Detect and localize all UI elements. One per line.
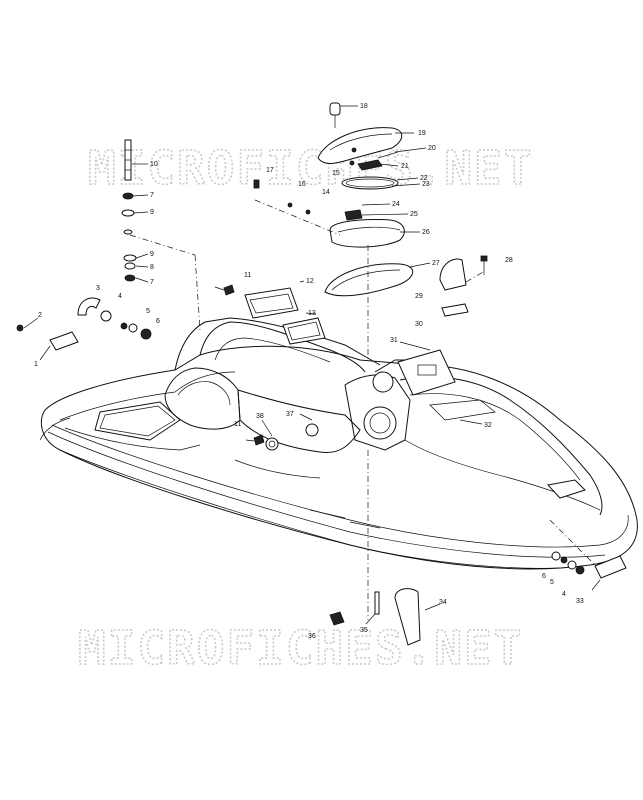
callout-9a: 9	[150, 209, 154, 216]
part-4-6-fittings-left	[100, 310, 152, 340]
part-26-tray	[329, 219, 405, 248]
callout-21: 21	[401, 163, 409, 170]
part-20-hinge	[349, 147, 399, 171]
part-19-storage-lid	[317, 127, 403, 164]
callout-13: 13	[308, 310, 316, 317]
callout-18: 18	[360, 103, 368, 110]
part-22-gasket	[341, 176, 399, 190]
callout-17: 17	[266, 167, 274, 174]
callout-32: 32	[484, 422, 492, 429]
leader-lines	[23, 105, 601, 625]
part-33-bracket-right	[551, 551, 627, 579]
part-27-seal-ring	[324, 263, 413, 297]
callout-5b: 5	[550, 579, 554, 586]
callout-36: 36	[308, 633, 316, 640]
callout-31: 31	[390, 337, 398, 344]
watermark-bottom: MICROFICHES.NET	[78, 621, 523, 675]
callout-22: 22	[420, 175, 428, 182]
part-36-clip	[329, 611, 345, 626]
callout-30: 30	[415, 321, 423, 328]
callout-11b: 11	[234, 421, 241, 428]
assembly-lines	[129, 199, 597, 620]
callout-14: 14	[322, 189, 330, 196]
callout-33: 33	[576, 598, 584, 605]
part-3-elbow	[77, 297, 101, 316]
part-1-bracket	[16, 324, 79, 351]
callout-8: 8	[150, 264, 154, 271]
callout-16: 16	[298, 181, 306, 188]
part-11-screws	[214, 284, 265, 446]
callout-7a: 7	[150, 192, 154, 199]
callout-6a: 6	[156, 318, 160, 325]
callout-26: 26	[422, 229, 430, 236]
callout-9b: 9	[150, 251, 154, 258]
part-37-38-grommets	[265, 423, 319, 451]
part-10-stud-stack	[121, 139, 137, 282]
callout-37: 37	[286, 411, 294, 418]
callout-6b: 6	[542, 573, 546, 580]
watermark-top: MICROFICHES.NET	[88, 141, 533, 195]
callout-34: 34	[439, 599, 447, 606]
part-25-latch	[344, 209, 363, 221]
callout-3: 3	[96, 285, 100, 292]
callout-7b: 7	[150, 279, 154, 286]
callout-5a: 5	[146, 308, 150, 315]
callout-11a: 11	[244, 272, 251, 279]
callout-24: 24	[392, 201, 400, 208]
callout-23: 23	[422, 181, 430, 188]
part-34-drain-pipe	[374, 588, 421, 646]
callout-35: 35	[360, 627, 368, 634]
callout-10: 10	[150, 161, 158, 168]
part-30-bracket	[441, 303, 469, 317]
callout-2: 2	[38, 312, 42, 319]
callout-1: 1	[34, 361, 38, 368]
callout-19: 19	[418, 130, 426, 137]
callout-38: 38	[256, 413, 264, 420]
part-14-17-fasteners	[253, 179, 311, 215]
callout-4a: 4	[118, 293, 122, 300]
part-31-plate	[397, 349, 456, 396]
hull	[39, 317, 638, 570]
callout-25: 25	[410, 211, 418, 218]
callout-15: 15	[332, 170, 340, 177]
part-29-cover	[439, 255, 488, 291]
part-12-vent-cover	[244, 287, 299, 319]
callouts: 18 19 20 15 21 22 23 17 16 14 24 25 26 2…	[34, 103, 584, 640]
callout-27: 27	[432, 260, 440, 267]
callout-4b: 4	[562, 591, 566, 598]
callout-20: 20	[428, 145, 436, 152]
part-18-knob	[329, 102, 341, 128]
callout-29: 29	[415, 293, 423, 300]
callout-12: 12	[306, 278, 314, 285]
part-13-duct-cover	[282, 317, 326, 345]
callout-28: 28	[505, 257, 513, 264]
